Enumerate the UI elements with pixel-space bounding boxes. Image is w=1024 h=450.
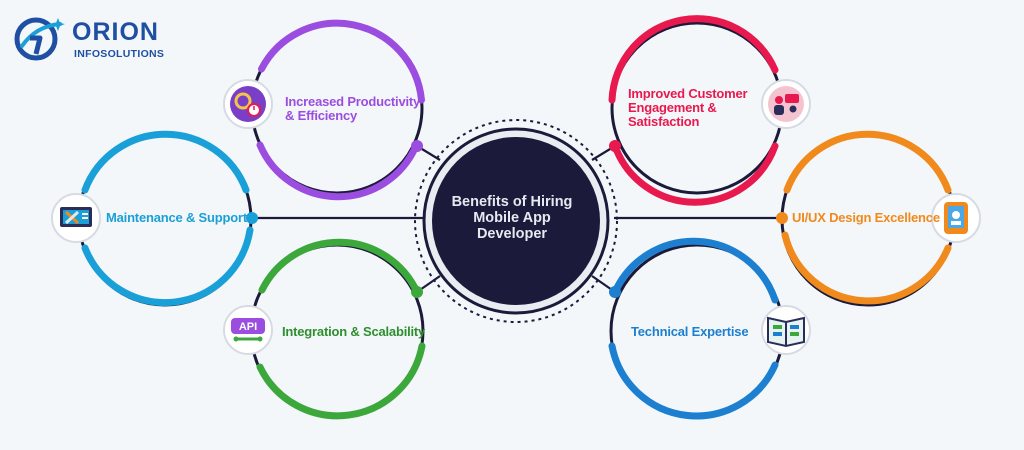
center-title-line: Mobile App — [473, 210, 551, 226]
label-productivity: Increased Productivity & Efficiency — [285, 95, 420, 123]
label-line: Engagement & — [628, 100, 717, 115]
label-line: Satisfaction — [628, 114, 700, 129]
api-icon: API — [223, 305, 273, 355]
tools-monitor-icon — [51, 193, 101, 243]
center-hub — [414, 119, 618, 323]
label-engagement: Improved Customer Engagement & Satisfact… — [628, 86, 748, 129]
label-line: Improved Customer — [628, 86, 748, 101]
label-uiux: UI/UX Design Excellence — [792, 211, 940, 225]
label-line: Integration & Scalability — [282, 324, 426, 339]
label-line: & Efficiency — [285, 108, 358, 123]
gears-clock-icon — [223, 79, 273, 129]
customer-chat-icon — [761, 79, 811, 129]
brand-logo: ORION INFOSOLUTIONS — [10, 14, 170, 64]
label-line: Technical Expertise — [631, 324, 749, 339]
label-line: Increased Productivity — [285, 94, 421, 109]
svg-text:API: API — [239, 321, 257, 333]
brand-tagline: INFOSOLUTIONS — [74, 48, 165, 60]
brand-name: ORION — [72, 18, 159, 46]
center-title-line: Benefits of Hiring — [451, 194, 573, 210]
label-maintenance: Maintenance & Support — [106, 211, 247, 225]
orion-logo-icon — [14, 17, 65, 61]
center-title-line: Developer — [476, 226, 548, 242]
label-line: Maintenance & Support — [106, 210, 247, 225]
center-title: Benefits of Hiring Mobile App Developer — [432, 194, 592, 242]
label-technical: Technical Expertise — [631, 324, 749, 339]
blueprint-book-icon — [761, 305, 811, 355]
phone-design-icon — [931, 193, 981, 243]
label-integration: Integration & Scalability — [282, 325, 425, 339]
label-line: UI/UX Design Excellence — [792, 210, 940, 225]
